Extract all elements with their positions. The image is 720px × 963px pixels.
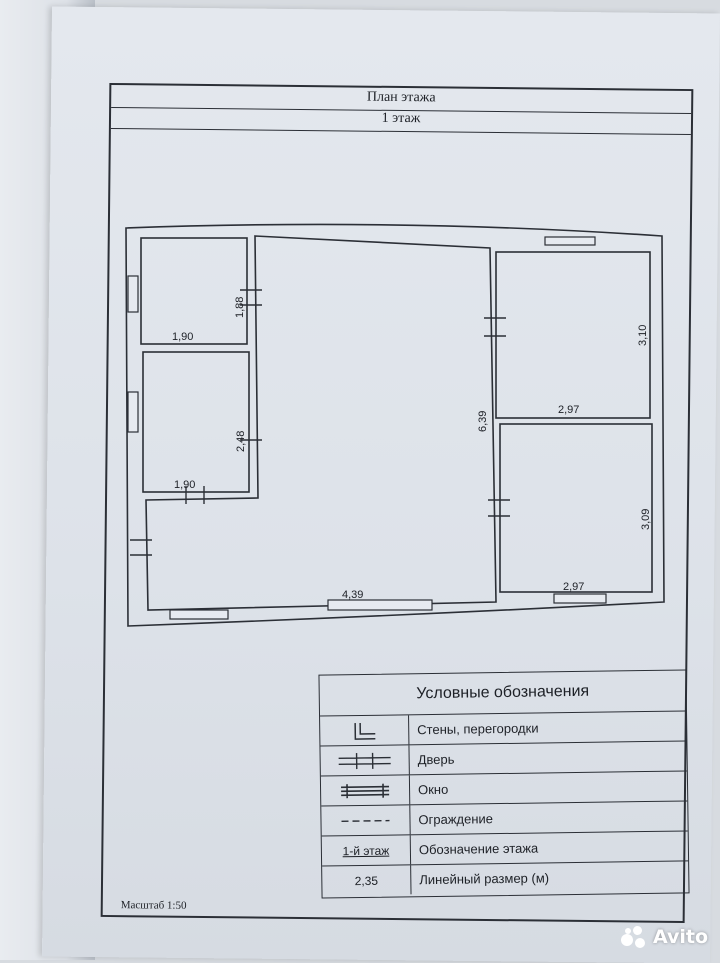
window-left-2 [127,391,139,433]
legend-row-door: Дверь [320,741,687,777]
room-1 [140,237,248,345]
avito-logo-icon [620,926,647,948]
room-2 [142,351,250,493]
dim-room1-height: 1,88 [234,297,246,318]
legend-row-fence: Ограждение [321,801,688,837]
legend-table: Условные обозначения Стены, перегородки … [318,669,690,899]
wall-symbol-icon [320,715,410,746]
dim-hall-width: 4,39 [342,589,363,601]
room-3 [495,251,651,419]
dim-hall-height: 6,39 [477,411,489,432]
legend-label-floor: Обозначение этажа [418,840,539,858]
dim-room4-height: 3,09 [640,509,652,530]
window-symbol-icon [320,775,411,806]
avito-watermark: Avito [620,926,708,948]
window-top [544,236,596,246]
watermark-text: Avito [652,926,708,948]
doors [130,289,510,556]
window-bottom-3 [553,593,607,604]
dim-room3-height: 3,10 [637,325,649,346]
hall [145,235,497,611]
dimension-symbol: 2,35 [322,865,412,896]
legend-row-dimension: 2,35 Линейный размер (м) [322,861,688,896]
legend-label-fence: Ограждение [418,811,494,828]
door-symbol-icon [320,745,410,776]
dim-room4-width: 2,97 [563,581,584,593]
legend-label-walls: Стены, перегородки [417,720,539,738]
window-left-1 [127,275,139,313]
dim-room1-width: 1,90 [172,331,193,343]
dim-room2-width: 1,90 [174,479,195,491]
legend-row-walls: Стены, перегородки [320,711,687,747]
legend-label-dimension: Линейный размер (м) [419,870,550,888]
windows [127,236,607,620]
dim-room2-height: 2,48 [235,431,247,452]
floor-symbol: 1-й этаж [321,835,412,866]
fence-symbol-icon [321,805,411,836]
legend-label-door: Дверь [417,751,455,768]
legend-label-window: Окно [417,781,449,798]
legend-title: Условные обозначения [319,670,687,717]
legend-row-window: Окно [320,771,688,807]
room-4 [499,423,653,593]
dim-room3-width: 2,97 [558,404,579,416]
window-bottom-1 [169,609,229,620]
outer-wall [125,223,665,627]
window-bottom-2 [327,599,433,611]
